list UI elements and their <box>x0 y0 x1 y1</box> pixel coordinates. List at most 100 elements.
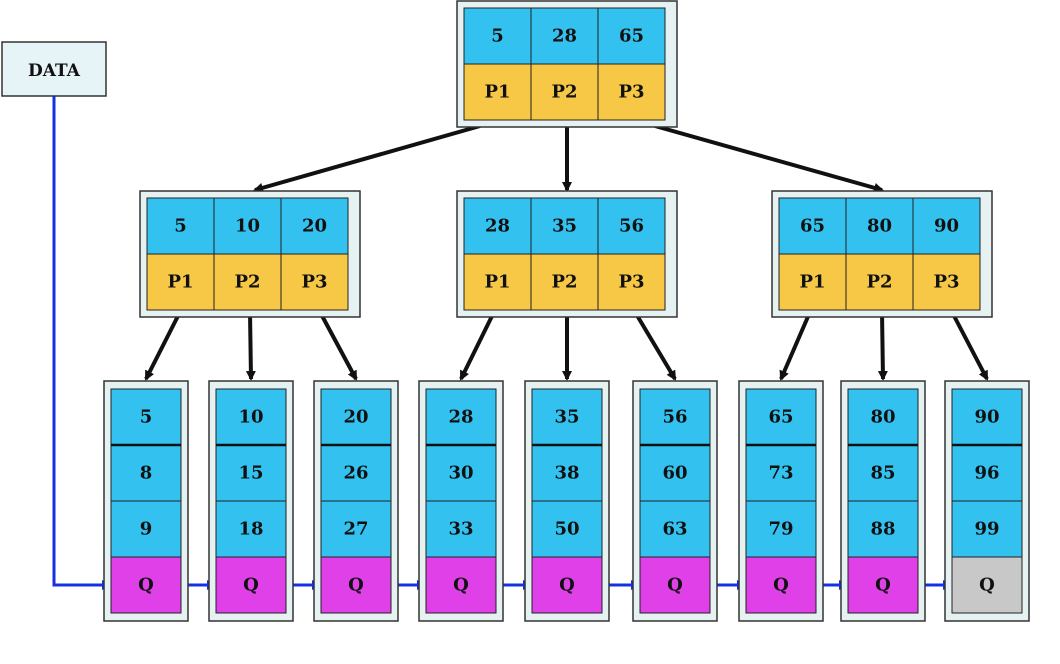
internal-node-1-key: 10 <box>235 216 260 237</box>
leaf-node-6-pointer-cell <box>639 556 711 614</box>
leaf-node-5-key: 35 <box>554 407 579 428</box>
data-label-layer: DATA <box>1 41 107 97</box>
leaf-node-3-key-cell <box>320 388 392 446</box>
internal-node-3-pointer: P2 <box>866 272 892 293</box>
internal-child-arrow <box>144 311 182 381</box>
leaf-node-4-key: 30 <box>448 463 473 484</box>
internal-node-2-key: 35 <box>552 216 577 237</box>
internal-node-1-pointer: P1 <box>167 272 193 293</box>
root-node-key: 5 <box>491 26 504 47</box>
internal-node-3-pointer-cell <box>778 253 847 311</box>
leaf-node-2-pointer-cell <box>215 556 287 614</box>
leaf-node-1-key-cell <box>110 388 182 446</box>
internal-child-arrow <box>950 311 989 381</box>
leaf-node-7-key: 73 <box>768 463 793 484</box>
internal-node-2-key: 56 <box>619 216 644 237</box>
root-node-pointer: P2 <box>551 82 577 103</box>
leaf-node-1-key: 9 <box>140 519 153 540</box>
internal-node-3-key: 80 <box>867 216 892 237</box>
leaf-node-8-key: 85 <box>870 463 895 484</box>
internal-node-3-pointer: P1 <box>799 272 825 293</box>
leaf-node-9-key: 90 <box>974 407 999 428</box>
internal-node-3-key: 90 <box>934 216 959 237</box>
leaf-node-3-key: 27 <box>343 519 368 540</box>
leaf-node-2-key: 10 <box>238 407 263 428</box>
root-child-arrow <box>654 124 884 193</box>
leaf-node-3-key: 26 <box>343 463 368 484</box>
leaf-node-8-key-cell <box>847 444 919 502</box>
leaf-node-6-key: 60 <box>662 463 687 484</box>
data-label-text: DATA <box>28 61 81 81</box>
leaf-node-9-pointer-cell <box>951 556 1023 614</box>
node-layer: 5P128P265P35P110P220P328P135P256P365P180… <box>103 0 1030 622</box>
internal-child-arrow <box>459 311 496 381</box>
internal-node-1-pointer-cell <box>213 253 282 311</box>
leaf-node-1-pointer: Q <box>138 575 154 596</box>
internal-node-1-pointer: P2 <box>234 272 260 293</box>
data-entry-arrow <box>52 96 112 590</box>
root-node-key-cell <box>530 7 599 65</box>
leaf-node-4-key-cell <box>425 388 497 446</box>
internal-node-1-key: 5 <box>174 216 187 237</box>
leaf-node-7-key-cell <box>745 444 817 502</box>
leaf-node-9-key-cell <box>951 500 1023 558</box>
leaf-node-7-pointer-cell <box>745 556 817 614</box>
leaf-node-4-key: 33 <box>448 519 473 540</box>
internal-node-2-pointer-cell <box>530 253 599 311</box>
leaf-node-1-pointer-cell <box>110 556 182 614</box>
internal-node-2-pointer: P2 <box>551 272 577 293</box>
root-child-arrow <box>253 124 481 193</box>
leaf-node-4-key-cell <box>425 444 497 502</box>
leaf-node-6-key: 63 <box>662 519 687 540</box>
leaf-node-1-key: 5 <box>140 407 153 428</box>
internal-node-2-pointer-cell <box>463 253 532 311</box>
leaf-node-2-pointer: Q <box>243 575 259 596</box>
internal-child-arrow <box>633 310 677 381</box>
leaf-node-7-key: 79 <box>768 519 793 540</box>
leaf-node-9-key-cell <box>951 444 1023 502</box>
leaf-node-9-key-cell <box>951 388 1023 446</box>
root-node-pointer: P3 <box>618 82 644 103</box>
leaf-node-2-key: 18 <box>238 519 263 540</box>
internal-node-2-key-cell <box>597 197 666 255</box>
internal-node-2-key: 28 <box>485 216 510 237</box>
internal-node-3-pointer: P3 <box>933 272 959 293</box>
leaf-node-6-key-cell <box>639 388 711 446</box>
leaf-node-5-key: 50 <box>554 519 579 540</box>
leaf-node-7-pointer: Q <box>773 575 789 596</box>
leaf-node-5-pointer-cell <box>531 556 603 614</box>
leaf-node-6-key: 56 <box>662 407 687 428</box>
internal-node-3-key-cell <box>778 197 847 255</box>
leaf-node-2: 10 15 18Q <box>208 380 294 622</box>
internal-node-3-pointer-cell <box>845 253 914 311</box>
internal-child-arrow <box>877 311 888 381</box>
leaf-node-2-key-cell <box>215 388 287 446</box>
internal-node-1-key-cell <box>213 197 282 255</box>
internal-node-1-key: 20 <box>302 216 327 237</box>
internal-child-arrow <box>245 311 256 381</box>
leaf-node-2-key: 15 <box>238 463 263 484</box>
leaf-node-8-key: 88 <box>870 519 895 540</box>
internal-node-3-key: 65 <box>800 216 825 237</box>
leaf-node-3-key: 20 <box>343 407 368 428</box>
root-node-key: 65 <box>619 26 644 47</box>
leaf-node-7-key-cell <box>745 388 817 446</box>
leaf-node-9-key: 96 <box>974 463 999 484</box>
root-node-pointer: P1 <box>484 82 510 103</box>
leaf-node-9-pointer: Q <box>979 575 995 596</box>
leaf-node-4-key: 28 <box>448 407 473 428</box>
internal-child-arrow <box>318 311 358 381</box>
leaf-node-3-pointer-cell <box>320 556 392 614</box>
root-node-pointer-cell <box>597 63 666 121</box>
internal-child-arrow <box>779 311 812 381</box>
internal-node-2-pointer: P3 <box>618 272 644 293</box>
